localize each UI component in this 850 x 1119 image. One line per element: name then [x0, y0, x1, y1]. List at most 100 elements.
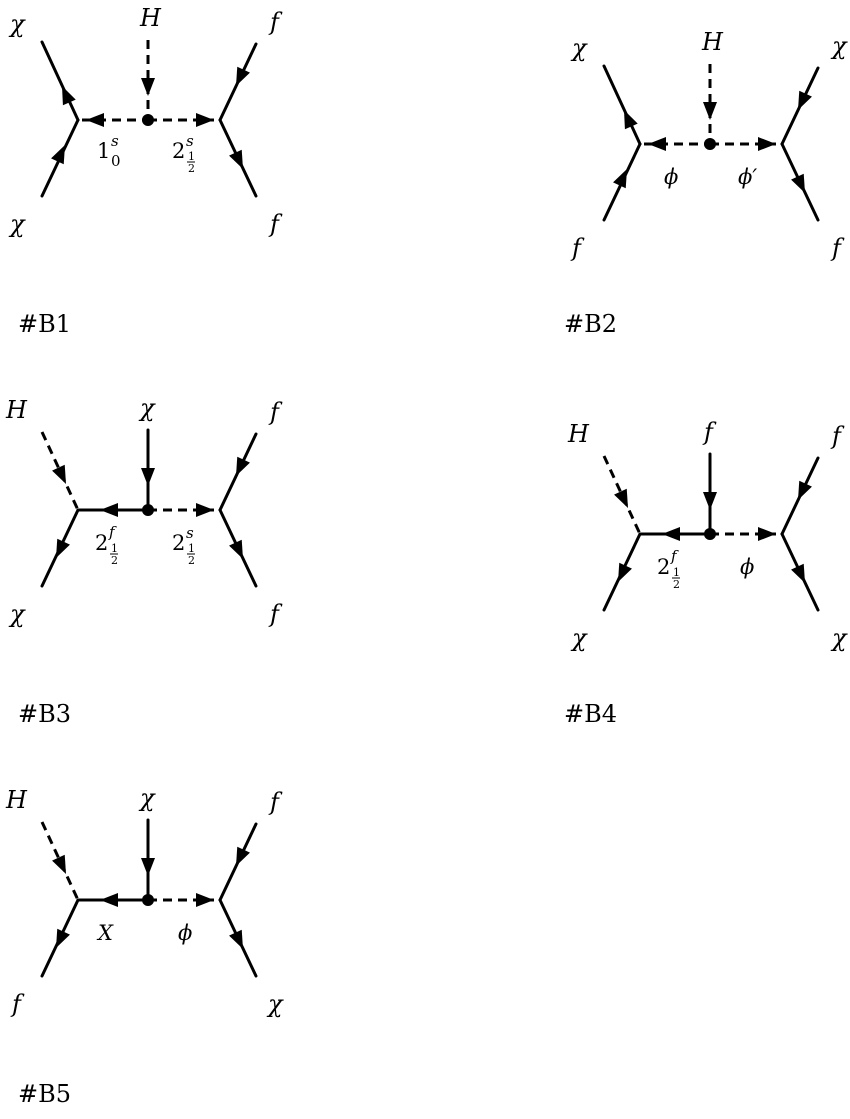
svg-text:s: s — [186, 524, 194, 542]
b5-label-top-right: f — [268, 788, 283, 816]
b1-arrow-icon — [196, 113, 214, 127]
b5-arrow-icon — [229, 929, 250, 952]
svg-text:1: 1 — [97, 139, 110, 163]
b4-arrow-icon — [791, 563, 812, 586]
b3-label-mid-right: 2 s 1 2 — [172, 524, 195, 567]
b5-arrow-icon — [100, 893, 118, 907]
diagram-b2: χ H χ f f ϕ ϕ′ #B2 — [564, 28, 848, 338]
b2-label-mid-right: ϕ′ — [738, 165, 757, 189]
b4-arrow-icon — [614, 488, 635, 511]
svg-text:2: 2 — [95, 531, 108, 555]
svg-text:1: 1 — [188, 150, 195, 163]
b1-label-top-left: χ — [8, 10, 26, 38]
b2-arrow-icon — [791, 90, 812, 113]
b1-label-mid-right: 2 s 1 2 — [172, 132, 195, 175]
b1-label-bottom-right: f — [268, 210, 283, 238]
b3-arrow-icon — [196, 503, 214, 517]
b4-label-mid-right: ϕ — [740, 555, 754, 579]
b3-label-top-center: χ — [138, 394, 156, 422]
svg-text:2: 2 — [188, 554, 195, 567]
diagram-b5: H χ f f χ X ϕ #B5 — [5, 784, 284, 1108]
b2-vertex-dot — [704, 138, 716, 150]
diagram-b3: H χ f χ f 2 f 1 2 2 s 1 2 #B3 — [5, 394, 283, 728]
b1-label-top-center: H — [139, 4, 162, 32]
b5-arrow-icon — [52, 854, 73, 877]
b5-arrow-icon — [229, 846, 250, 869]
b3-vertex-dot — [142, 504, 154, 516]
svg-text:2: 2 — [657, 555, 670, 579]
b5-arrow-icon — [49, 928, 70, 951]
b2-label-top-right: χ — [830, 32, 848, 60]
b3-arrow-icon — [100, 503, 118, 517]
b4-label-bottom-right: χ — [830, 624, 848, 652]
svg-text:2: 2 — [111, 554, 118, 567]
b2-arrow-icon — [648, 137, 666, 151]
b5-label-bottom-left: f — [10, 990, 25, 1018]
b4-arrow-icon — [662, 527, 680, 541]
b4-label-mid-left: 2 f 1 2 — [657, 547, 680, 591]
b5-vertex-dot — [142, 894, 154, 906]
b3-caption: #B3 — [18, 700, 71, 728]
b1-arrow-icon — [55, 83, 76, 106]
b4-arrow-icon — [703, 492, 717, 510]
b5-label-mid-right: ϕ — [178, 921, 192, 945]
b4-label-top-left: H — [567, 420, 590, 448]
b2-label-top-left: χ — [570, 34, 588, 62]
b5-label-top-left: H — [5, 786, 28, 814]
svg-text:2: 2 — [673, 578, 680, 591]
b5-arrow-icon — [141, 858, 155, 876]
b1-label-mid-left: 1 s 0 — [97, 132, 121, 170]
svg-text:2: 2 — [188, 162, 195, 175]
b2-label-mid-left: ϕ — [664, 165, 678, 189]
b3-label-bottom-left: χ — [8, 600, 26, 628]
b5-label-mid-left: X — [96, 921, 114, 945]
b4-label-top-right: f — [830, 422, 845, 450]
b2-arrow-icon — [617, 107, 638, 130]
b3-label-top-left: H — [5, 396, 28, 424]
b1-arrow-icon — [229, 149, 250, 172]
b5-label-bottom-right: χ — [266, 990, 284, 1018]
b1-arrow-icon — [86, 113, 104, 127]
b3-arrow-icon — [229, 539, 250, 562]
b2-arrow-icon — [791, 173, 812, 196]
b2-arrow-icon — [758, 137, 776, 151]
b3-arrow-icon — [141, 468, 155, 486]
b4-label-bottom-left: χ — [570, 624, 588, 652]
svg-text:f: f — [670, 547, 679, 565]
svg-text:1: 1 — [673, 566, 680, 579]
b4-arrow-icon — [758, 527, 776, 541]
svg-text:2: 2 — [172, 531, 185, 555]
svg-text:1: 1 — [111, 542, 118, 555]
svg-text:s: s — [111, 132, 119, 150]
b2-label-top-center: H — [701, 28, 724, 56]
b1-arrow-icon — [141, 78, 155, 96]
b3-arrow-icon — [49, 538, 70, 561]
b3-label-mid-left: 2 f 1 2 — [95, 523, 118, 567]
b4-arrow-icon — [791, 480, 812, 503]
b1-vertex-dot — [142, 114, 154, 126]
b1-caption: #B1 — [18, 310, 71, 338]
b5-arrow-icon — [196, 893, 214, 907]
b4-arrow-icon — [611, 562, 632, 585]
b2-arrow-icon — [613, 166, 634, 189]
b1-label-top-right: f — [268, 8, 283, 36]
b1-label-bottom-left: χ — [8, 210, 26, 238]
b2-label-bottom-left: f — [570, 234, 585, 262]
b5-caption: #B5 — [18, 1080, 71, 1108]
svg-text:s: s — [186, 132, 194, 150]
b2-arrow-icon — [703, 102, 717, 120]
b1-arrow-icon — [229, 66, 250, 89]
svg-text:2: 2 — [172, 139, 185, 163]
b1-left-upper-fermion — [40, 40, 80, 122]
b3-label-top-right: f — [268, 398, 283, 426]
b2-caption: #B2 — [564, 310, 617, 338]
svg-text:1: 1 — [188, 542, 195, 555]
svg-text:0: 0 — [111, 152, 121, 170]
b1-arrow-icon — [51, 142, 72, 165]
b2-label-bottom-right: f — [830, 234, 845, 262]
b5-label-top-center: χ — [138, 784, 156, 812]
b4-caption: #B4 — [564, 700, 617, 728]
b2-left-upper-fermion — [602, 64, 642, 146]
b4-label-top-center: f — [702, 418, 717, 446]
